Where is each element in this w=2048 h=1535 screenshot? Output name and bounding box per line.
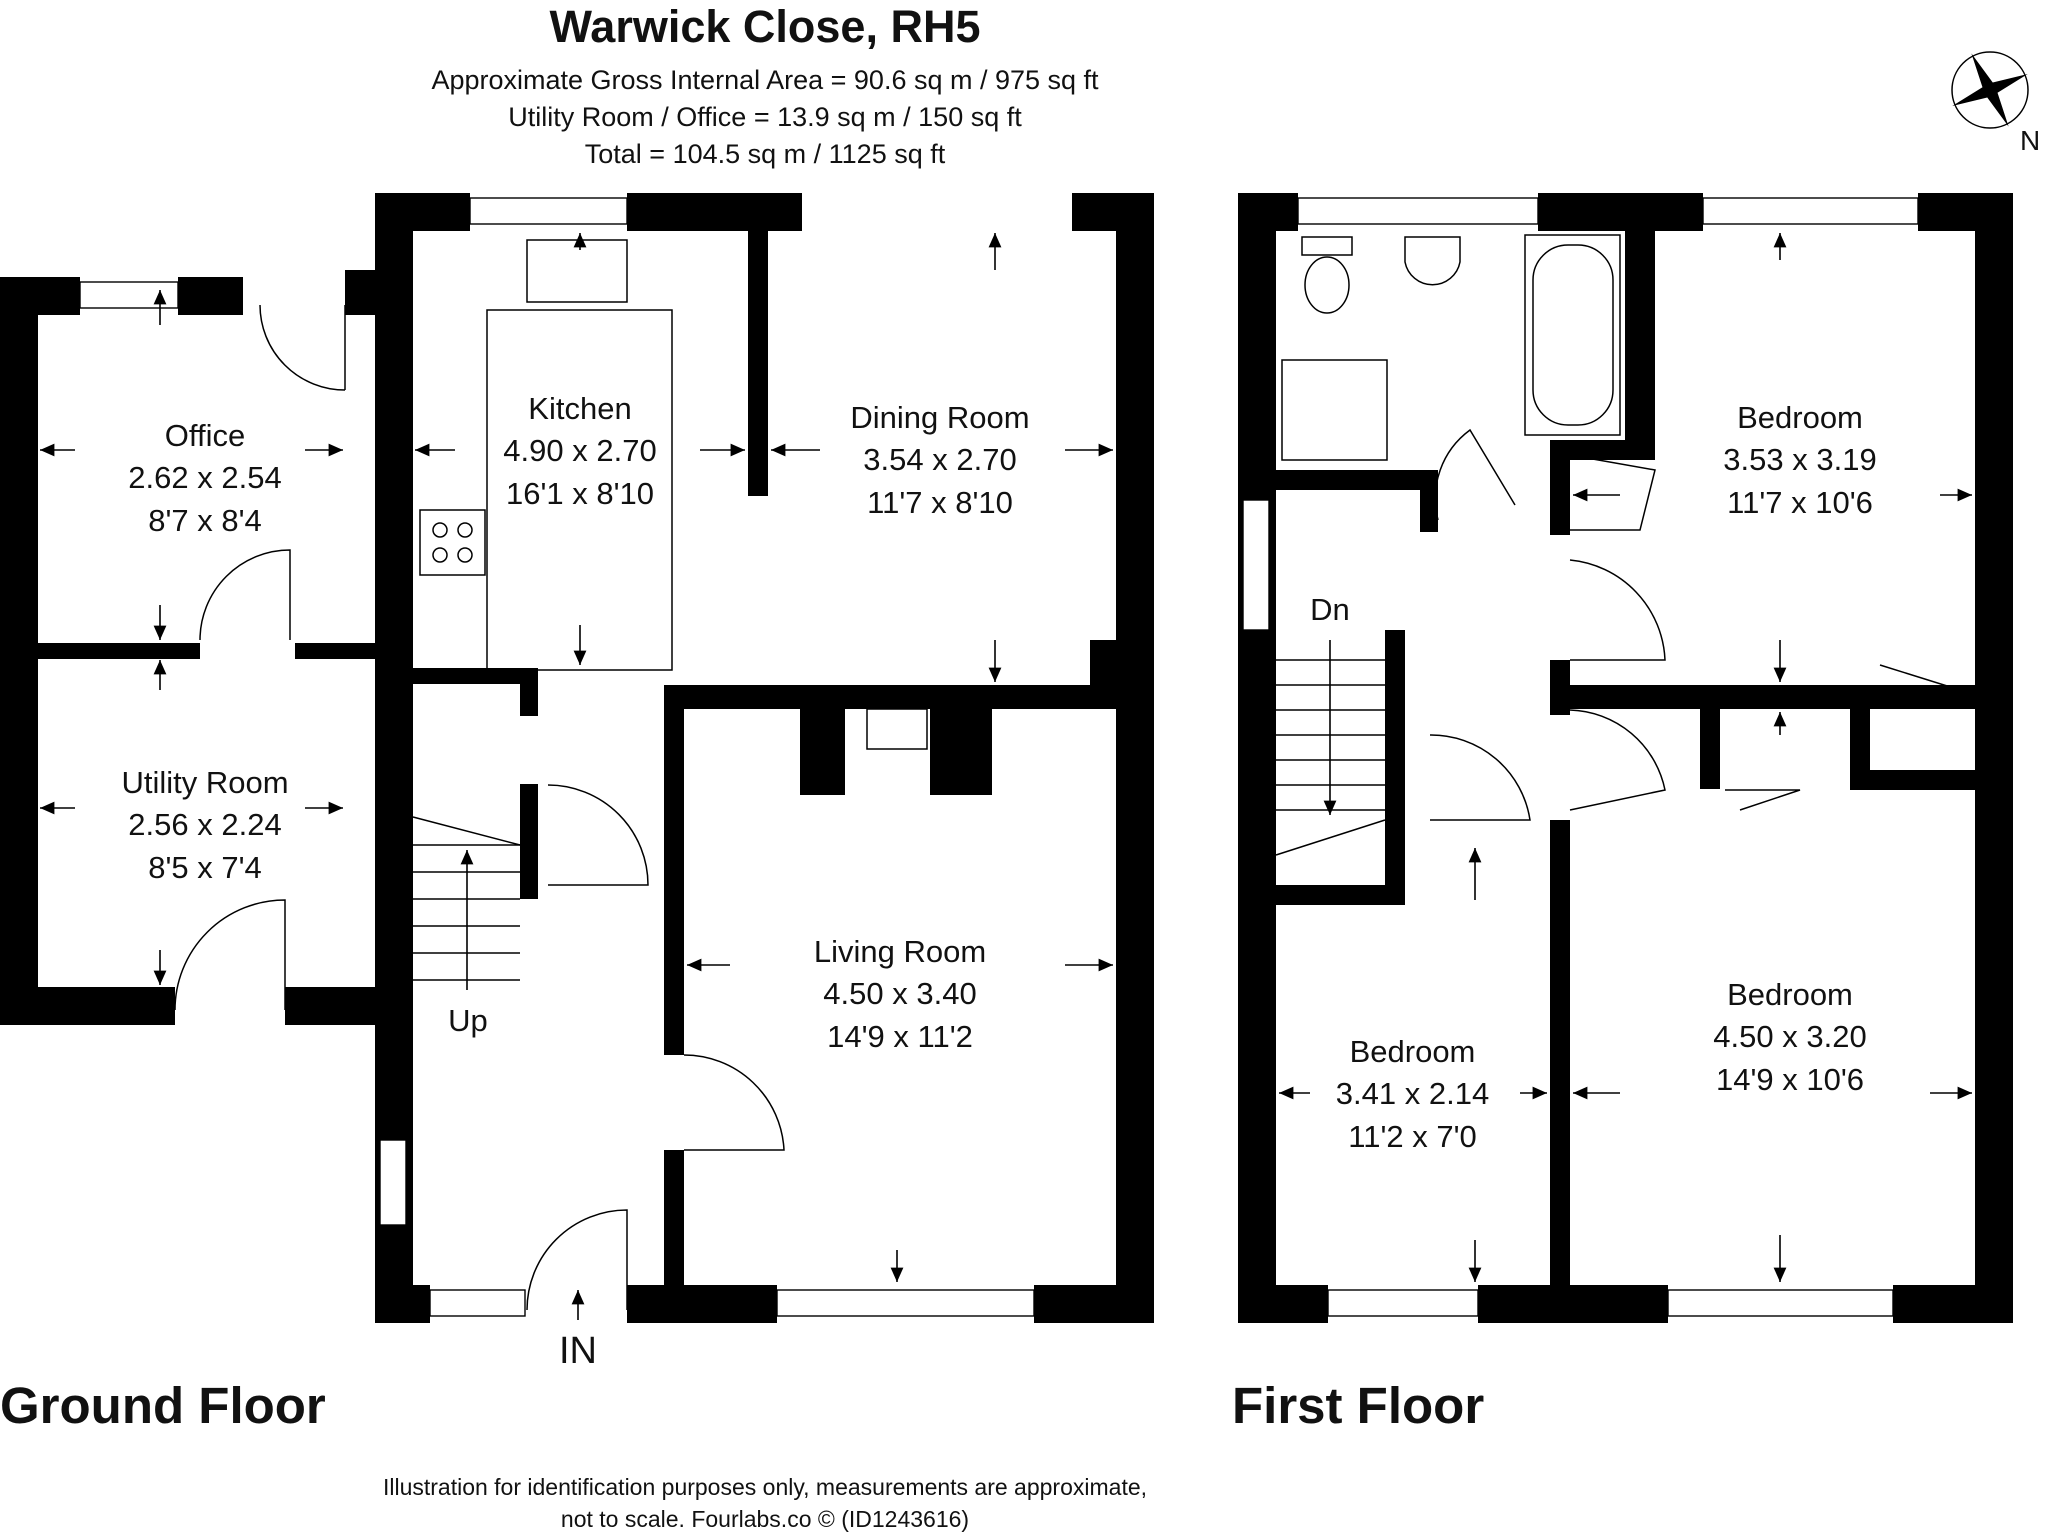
disclaimer-line-2: not to scale. Fourlabs.co © (ID1243616) xyxy=(560,1506,970,1532)
area-line-1: Approximate Gross Internal Area = 90.6 s… xyxy=(431,65,1099,95)
compass-north-label: N xyxy=(2020,125,2041,156)
room-label-bedroom-1: Bedroom 3.53 x 3.19 11'7 x 10'6 xyxy=(1723,400,1877,520)
page-title: Warwick Close, RH5 xyxy=(549,1,981,52)
ground-floor-plan xyxy=(0,193,1154,1323)
ground-stairs xyxy=(412,816,521,990)
first-floor-label: First Floor xyxy=(1232,1377,1485,1434)
first-floor-stairs xyxy=(1275,640,1386,856)
ground-floor-label: Ground Floor xyxy=(0,1377,326,1434)
compass-rose-icon xyxy=(1951,51,2029,129)
ground-stairs-up-label: Up xyxy=(448,1003,488,1038)
area-line-3: Total = 104.5 sq m / 1125 sq ft xyxy=(584,139,946,169)
first-floor-plan xyxy=(1238,193,2013,1323)
room-label-office: Office 2.62 x 2.54 8'7 x 8'4 xyxy=(128,418,282,538)
room-label-dining-room: Dining Room 3.54 x 2.70 11'7 x 8'10 xyxy=(850,400,1030,520)
room-label-kitchen: Kitchen 4.90 x 2.70 16'1 x 8'10 xyxy=(503,391,657,511)
room-label-utility-room: Utility Room 2.56 x 2.24 8'5 x 7'4 xyxy=(121,765,289,885)
disclaimer-line-1: Illustration for identification purposes… xyxy=(382,1474,1148,1500)
room-label-bedroom-3: Bedroom 4.50 x 3.20 14'9 x 10'6 xyxy=(1713,977,1867,1097)
area-line-2: Utility Room / Office = 13.9 sq m / 150 … xyxy=(508,102,1022,132)
first-floor-stairs-down-label: Dn xyxy=(1310,592,1350,627)
room-label-bedroom-2: Bedroom 3.41 x 2.14 11'2 x 7'0 xyxy=(1335,1034,1490,1154)
room-label-living-room: Living Room 4.50 x 3.40 14'9 x 11'2 xyxy=(813,934,987,1054)
entrance-label: IN xyxy=(559,1330,597,1372)
